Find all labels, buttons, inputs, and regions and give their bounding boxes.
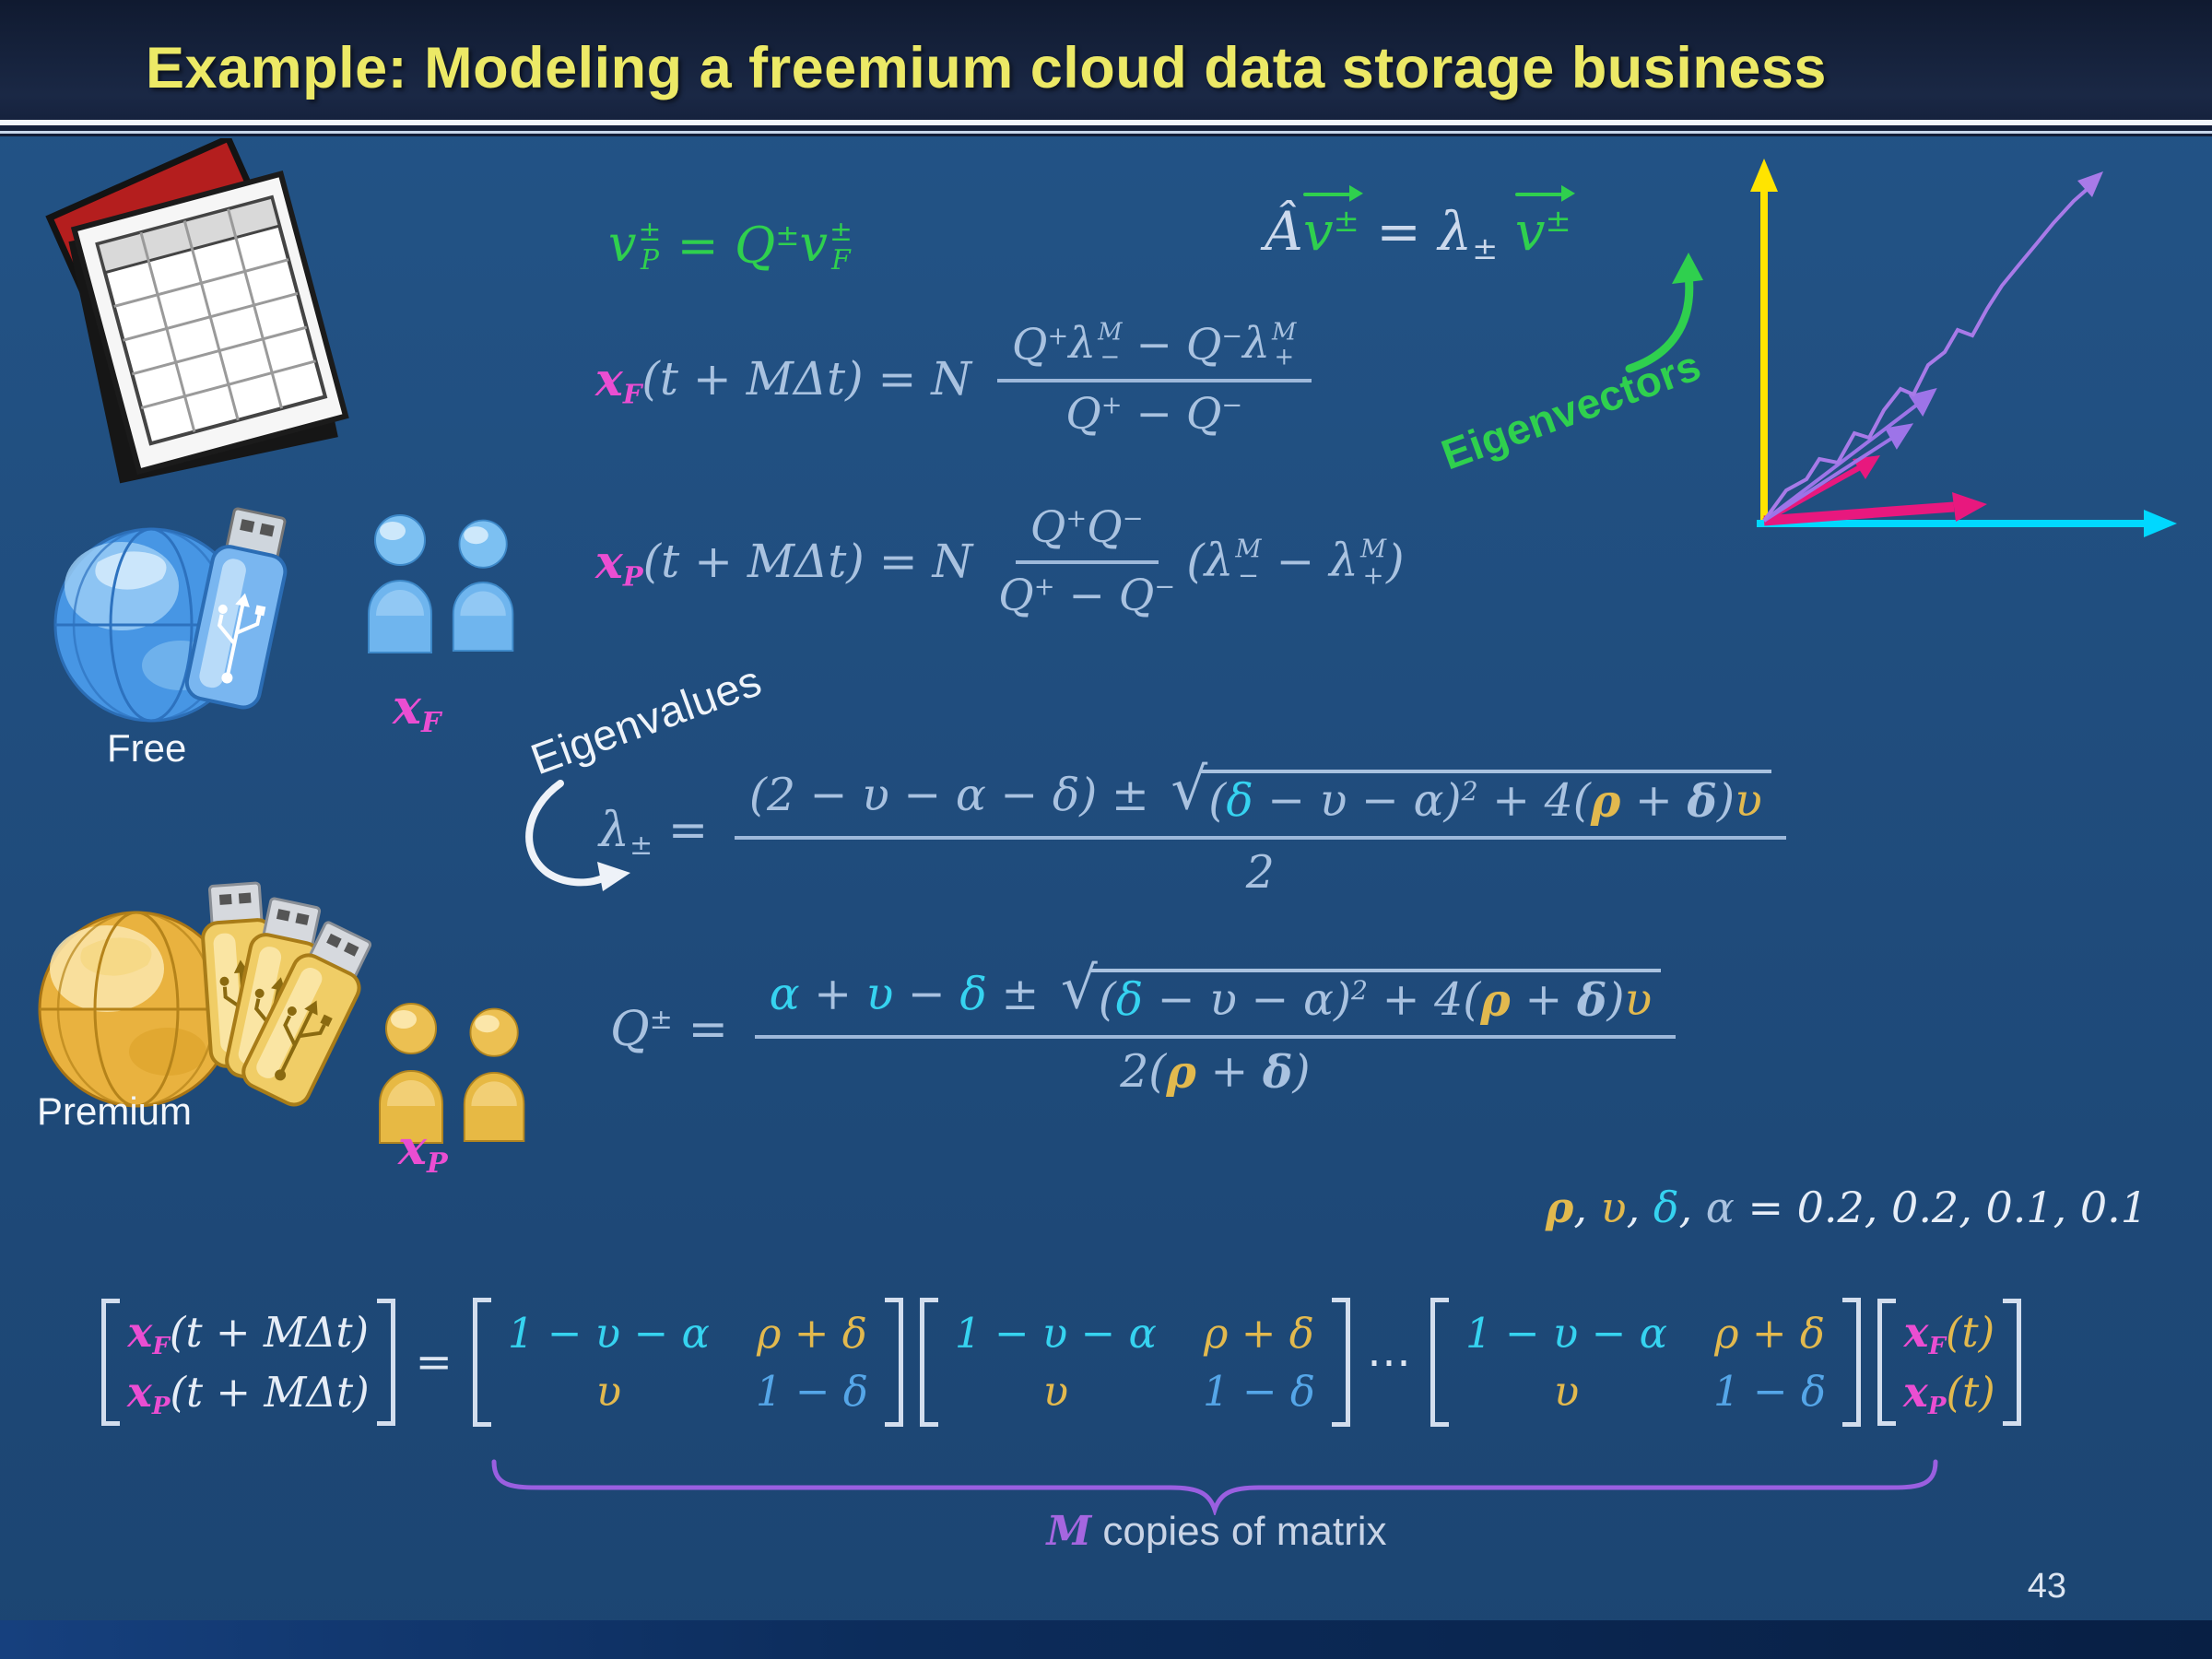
header-divider-thick bbox=[0, 120, 2212, 125]
premium-label: Premium bbox=[37, 1089, 193, 1133]
xp-symbol: xP bbox=[398, 1120, 448, 1181]
xf-symbol: xF bbox=[393, 679, 441, 740]
bracket-right bbox=[376, 1299, 395, 1426]
globe-gold bbox=[38, 911, 235, 1108]
bracket-right bbox=[884, 1298, 903, 1427]
eigenvector-axes-plot bbox=[1750, 159, 2177, 537]
bracket-right bbox=[2002, 1299, 2021, 1426]
matrix-cell: υ bbox=[595, 1367, 622, 1416]
header-divider-thin bbox=[0, 131, 2212, 134]
vector-magenta-main bbox=[1763, 492, 1987, 526]
state-vector-lhs: xF(t + MΔt) xP(t + MΔt) bbox=[101, 1299, 395, 1426]
matrix-cell: 1 − δ bbox=[1713, 1367, 1827, 1416]
user-gold bbox=[379, 1003, 443, 1144]
bracket-left bbox=[919, 1298, 938, 1427]
matrix-cell: 1 − υ − α bbox=[954, 1309, 1157, 1358]
user-blue bbox=[452, 519, 514, 653]
user-gold bbox=[463, 1007, 525, 1142]
matrix-cell: ρ + δ bbox=[1714, 1309, 1825, 1358]
free-label: Free bbox=[107, 726, 187, 770]
trajectory-purple-jagged bbox=[1762, 171, 2103, 523]
matrix-cell: ρ + δ bbox=[1204, 1309, 1314, 1358]
two-users-gold-icon bbox=[379, 1003, 525, 1144]
underbrace-purple bbox=[491, 1459, 1938, 1515]
two-users-blue-icon bbox=[368, 514, 514, 653]
vector-row: xP(t) bbox=[1903, 1368, 1995, 1420]
spreadsheet-group bbox=[45, 138, 349, 484]
equals-sign: = bbox=[415, 1336, 453, 1388]
equation-lambda: λ± = (2 − υ − α − δ) ± √(δ − υ − α)2 + 4… bbox=[599, 760, 1797, 899]
vectors-purple-fan bbox=[1762, 388, 1937, 523]
matrix-cell: υ bbox=[1553, 1367, 1580, 1416]
equation-eigenvector-transform: v±P = Q±v±F bbox=[608, 215, 853, 277]
transition-matrix: 1 − υ − α ρ + δ υ 1 − δ bbox=[472, 1298, 903, 1427]
bracket-left bbox=[472, 1298, 491, 1427]
matrix-cell: 1 − υ − α bbox=[507, 1309, 710, 1358]
vector-row: xF(t + MΔt) bbox=[127, 1308, 370, 1360]
curved-arrow-white bbox=[525, 780, 630, 891]
ellipsis: ⋯ bbox=[1366, 1336, 1414, 1388]
matrix-cell: ρ + δ bbox=[756, 1309, 867, 1358]
bracket-right bbox=[1331, 1298, 1350, 1427]
spreadsheet-stack-icon bbox=[45, 138, 349, 484]
transition-matrix: 1 − υ − α ρ + δ υ 1 − δ bbox=[1430, 1298, 1862, 1427]
bracket-left bbox=[1877, 1299, 1897, 1426]
equation-q: Q± = α + υ − δ ± √(δ − υ − α)2 + 4(ρ + δ… bbox=[610, 959, 1687, 1098]
matrix-cell: 1 − υ − α bbox=[1465, 1309, 1667, 1358]
parameter-values: ρ, υ, δ, α = 0.2, 0.2, 0.1, 0.1 bbox=[1545, 1182, 2147, 1232]
bracket-left bbox=[101, 1299, 120, 1426]
curved-arrow-green bbox=[1625, 253, 1703, 373]
vector-row: xP(t + MΔt) bbox=[127, 1368, 370, 1420]
matrix-cell: 1 − δ bbox=[755, 1367, 868, 1416]
y-axis-yellow bbox=[1750, 159, 1778, 524]
matrix-equation: xF(t + MΔt) xP(t + MΔt) = 1 − υ − α ρ + … bbox=[101, 1298, 2021, 1427]
matrix-cell: υ bbox=[1042, 1367, 1069, 1416]
page-title: Example: Modeling a freemium cloud data … bbox=[146, 36, 1827, 100]
bottom-strip bbox=[0, 1620, 2212, 1659]
x-axis-cyan bbox=[1757, 510, 2177, 537]
bracket-right bbox=[1842, 1298, 1862, 1427]
state-vector-rhs: xF(t) xP(t) bbox=[1877, 1299, 2021, 1426]
slide-header: Example: Modeling a freemium cloud data … bbox=[0, 0, 2212, 136]
user-blue bbox=[368, 514, 432, 653]
vector-row: xF(t) bbox=[1903, 1308, 1995, 1360]
page-number: 43 bbox=[2027, 1567, 2066, 1606]
globe-usb-blue-icon bbox=[53, 507, 288, 723]
matrix-cell: 1 − δ bbox=[1202, 1367, 1315, 1416]
transition-matrix: 1 − υ − α ρ + δ υ 1 − δ bbox=[919, 1298, 1350, 1427]
globe-usb-gold-icon bbox=[38, 880, 411, 1157]
m-copies-label: M copies of matrix bbox=[1046, 1508, 1387, 1555]
usb-stick-blue bbox=[184, 507, 288, 710]
bracket-left bbox=[1430, 1298, 1449, 1427]
